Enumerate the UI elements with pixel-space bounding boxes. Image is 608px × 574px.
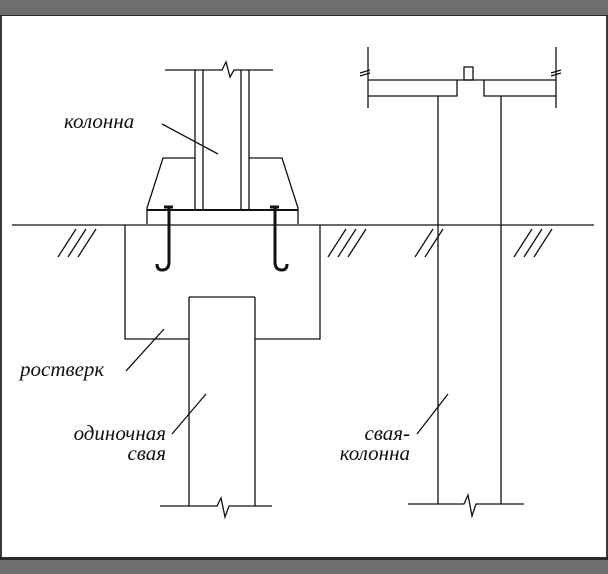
top-frame-bar (0, 0, 608, 16)
label-pile-column-2: колонна (340, 441, 410, 465)
column-base (146, 157, 299, 224)
steel-column (165, 60, 273, 211)
pile-cap (124, 225, 189, 340)
floor-slab (359, 47, 562, 108)
single-pile (160, 296, 272, 520)
label-pile-cap: ростверк (18, 357, 104, 381)
leader-lines (125, 123, 449, 435)
ground-hatching (57, 228, 553, 258)
right-frame-edge (606, 16, 608, 557)
label-column: колонна (64, 109, 134, 133)
left-frame-edge (0, 16, 2, 557)
label-pile-column-1: свая- (364, 421, 410, 445)
label-single-pile-2: свая (127, 441, 166, 465)
anchor-bolts (155, 205, 289, 272)
pile-column (408, 96, 524, 519)
bottom-frame-bar (0, 557, 608, 574)
label-single-pile-1: одиночная (74, 421, 166, 445)
